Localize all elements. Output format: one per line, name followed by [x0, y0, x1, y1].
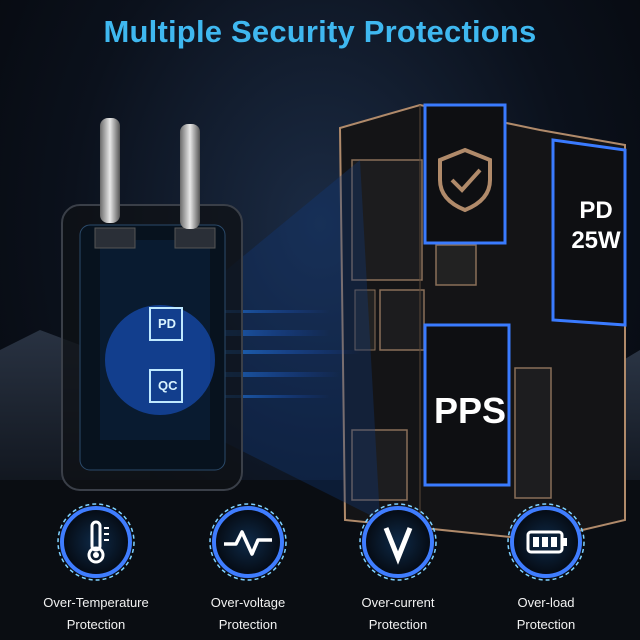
badge-label-line2: Protection — [66, 617, 126, 632]
battery-icon — [507, 503, 585, 581]
qc-small-label: QC — [158, 378, 178, 393]
watt-label: 25W — [571, 227, 621, 254]
badge-label-line1: Over-current — [361, 595, 435, 610]
badge-label-line2: Protection — [368, 617, 428, 632]
page-title: Multiple Security Protections — [103, 14, 537, 49]
letter-v-icon — [359, 503, 437, 581]
badge-label-line1: Over-Temperature — [43, 595, 149, 610]
pps-label: PPS — [433, 390, 507, 431]
charger-body — [61, 204, 243, 491]
badge-label-line2: Protection — [516, 617, 576, 632]
pd-25w-label: PD 25W — [566, 196, 626, 256]
badge-label-line1: Over-voltage — [210, 595, 286, 610]
pps-chip — [423, 323, 511, 487]
pd-small-label: PD — [158, 316, 177, 331]
pd-label: PD — [579, 197, 613, 224]
badge-label-line1: Over-load — [517, 595, 575, 610]
badge-label: Over-current Protection — [318, 592, 478, 636]
voltage-wave-icon — [209, 503, 287, 581]
thermometer-icon — [57, 503, 135, 581]
badge-label: Over-voltage Protection — [168, 592, 328, 636]
shield-chip — [423, 103, 507, 245]
pd-25w-chip — [551, 138, 627, 327]
badge-label-line2: Protection — [218, 617, 278, 632]
badge-label: Over-Temperature Protection — [16, 592, 176, 636]
badge-label: Over-load Protection — [466, 592, 626, 636]
plug-pins — [100, 118, 200, 229]
